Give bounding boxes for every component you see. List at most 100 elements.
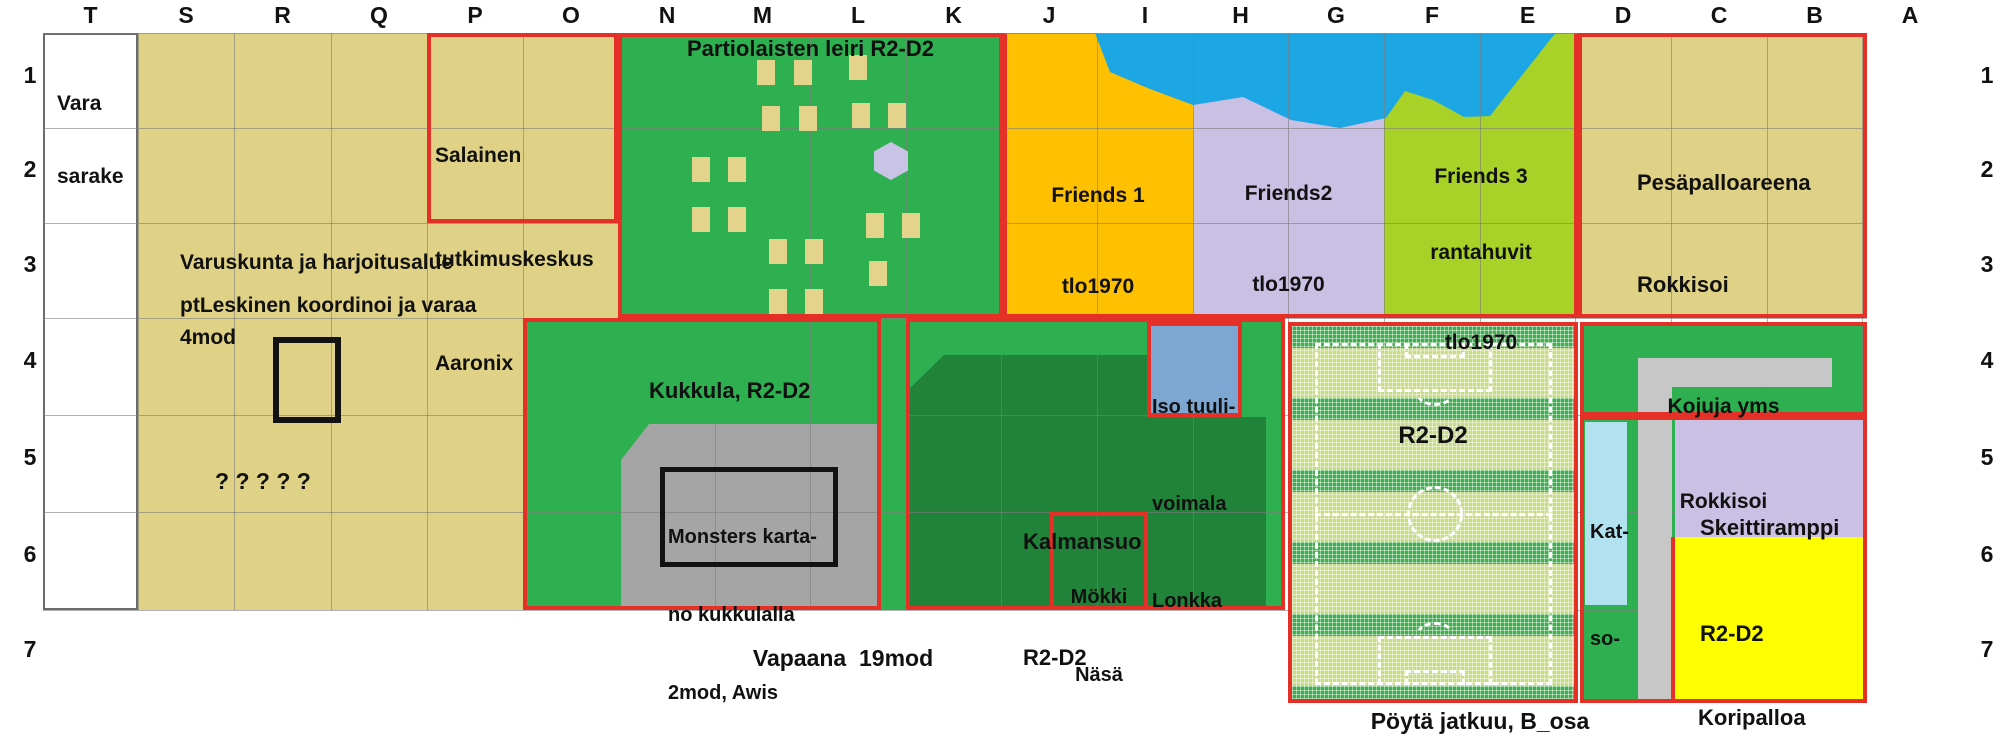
vara-column-border [43, 33, 138, 610]
field-goalbox-top [1405, 343, 1465, 358]
border-friends [1003, 33, 1578, 318]
column-header-F[interactable]: F [1424, 2, 1440, 28]
tent-icon [852, 103, 870, 128]
tent-icon [794, 60, 812, 85]
column-header-D[interactable]: D [1614, 2, 1632, 28]
region-skeittiramppi[interactable] [1675, 416, 1864, 537]
path-horizontal [1638, 358, 1832, 387]
vara-sarake-label: Vara sarake [57, 92, 124, 188]
row-header-left-2[interactable]: 2 [23, 156, 37, 182]
poyta-label: Pöytä jatkuu, B_osa [1370, 708, 1590, 734]
border-pesapallo [1578, 33, 1867, 318]
column-header-R[interactable]: R [274, 2, 291, 28]
row-header-left-3[interactable]: 3 [23, 251, 37, 277]
region-pesapalloareena[interactable] [1578, 33, 1867, 318]
column-header-A[interactable]: A [1901, 2, 1919, 28]
tent-icon [692, 207, 710, 232]
row-header-left-7[interactable]: 7 [23, 636, 37, 662]
grid-line [1288, 33, 1289, 610]
column-header-B[interactable]: B [1806, 2, 1823, 28]
tent-icon [805, 289, 823, 314]
border-mokki [1050, 512, 1148, 610]
column-header-Q[interactable]: Q [370, 2, 388, 28]
tent-icon [799, 106, 817, 131]
row-header-left-1[interactable]: 1 [23, 62, 37, 88]
row-header-left-6[interactable]: 6 [23, 541, 37, 567]
friends3-label: Friends 3 rantahuvit tlo1970 [1430, 165, 1532, 354]
region-varuskunta-mid[interactable] [138, 318, 523, 610]
row-header-right-5[interactable]: 5 [1980, 444, 1994, 470]
column-header-J[interactable]: J [1042, 2, 1056, 28]
grid-line [43, 610, 1867, 611]
tent-icon [849, 55, 867, 80]
field-penalty-top [1378, 343, 1492, 392]
grid-line [43, 223, 1867, 224]
region-varuskunta-top[interactable] [138, 33, 618, 318]
vapaana-label: Vapaana 19mod [752, 645, 934, 671]
grid-line [1575, 33, 1576, 610]
column-header-M[interactable]: M [752, 2, 773, 28]
skeitti-label: Skeittiramppi R2-D2 [1700, 515, 1840, 646]
border-kukkula [523, 318, 881, 610]
row-header-left-5[interactable]: 5 [23, 444, 37, 470]
field-penalty-bottom [1378, 636, 1492, 685]
row-header-right-2[interactable]: 2 [1980, 156, 1994, 182]
column-header-S[interactable]: S [178, 2, 194, 28]
row-header-right-4[interactable]: 4 [1980, 347, 1994, 373]
tent-icon [728, 207, 746, 232]
pesapallo-label: Pesäpalloareena Rokkisoi [1637, 170, 1811, 298]
windmill-label: Iso tuuli- voimala Lonkka [1152, 395, 1236, 613]
tent-icon [869, 261, 887, 286]
monsters-label: Monsters karta- no kukkulalla 2mod, Awis [668, 526, 817, 704]
hexagon-icon [874, 142, 908, 180]
katsomo-stand[interactable] [1585, 422, 1627, 605]
tent-icon [769, 239, 787, 264]
field-goalbox-bottom [1405, 670, 1465, 685]
column-header-E[interactable]: E [1519, 2, 1536, 28]
grid-line [331, 33, 332, 610]
monsters-box [660, 467, 838, 567]
row-header-right-3[interactable]: 3 [1980, 251, 1994, 277]
tent-icon [728, 157, 746, 182]
column-header-C[interactable]: C [1710, 2, 1728, 28]
row-header-right-6[interactable]: 6 [1980, 541, 1994, 567]
row-header-right-7[interactable]: 7 [1980, 636, 1994, 662]
partiolaiset-label: Partiolaisten leiri R2-D2 [687, 36, 934, 61]
katsomo-label: Kat- so- mo R2-D2 [1590, 521, 1629, 740]
column-header-O[interactable]: O [562, 2, 580, 28]
kalmansuo-label: Kalmansuo R2-D2 [1023, 529, 1142, 670]
grid-line [427, 33, 428, 610]
kukkula-label: Kukkula, R2-D2 [649, 378, 811, 403]
varuskunta-line1: Varuskunta ja harjoitusalue [180, 251, 454, 274]
tent-icon [902, 213, 920, 238]
grid-line [1384, 33, 1385, 610]
tent-icon [762, 106, 780, 131]
soccer-field[interactable]: R2-D2 [1288, 322, 1578, 703]
grid-line [234, 33, 235, 610]
column-header-I[interactable]: I [1141, 2, 1149, 28]
salainen-label: Salainen tutkimuskeskus Aaronix [435, 144, 594, 376]
column-header-G[interactable]: G [1327, 2, 1345, 28]
region-koripallo[interactable] [1675, 537, 1864, 700]
column-header-T[interactable]: T [83, 2, 98, 28]
grid-line [43, 128, 1867, 129]
column-header-L[interactable]: L [850, 2, 866, 28]
question-marks: ? ? ? ? ? [215, 468, 311, 494]
column-header-N[interactable]: N [658, 2, 676, 28]
column-header-K[interactable]: K [945, 2, 962, 28]
column-header-H[interactable]: H [1232, 2, 1249, 28]
friends1-label: Friends 1 tlo1970 [1051, 183, 1145, 299]
tent-icon [888, 103, 906, 128]
row-header-right-1[interactable]: 1 [1980, 62, 1994, 88]
windmill-box[interactable] [1147, 322, 1242, 417]
mokki-label: Mökki Näsä [1070, 586, 1128, 686]
tent-icon [769, 289, 787, 314]
varuskunta-line2: ptLeskinen koordinoi ja varaa [180, 294, 477, 317]
water-shore [1095, 33, 1557, 128]
border-partiolaiset [618, 33, 1003, 318]
grid-line [43, 415, 1867, 416]
column-header-P[interactable]: P [467, 2, 483, 28]
row-header-left-4[interactable]: 4 [23, 347, 37, 373]
grid-line [1480, 33, 1481, 610]
